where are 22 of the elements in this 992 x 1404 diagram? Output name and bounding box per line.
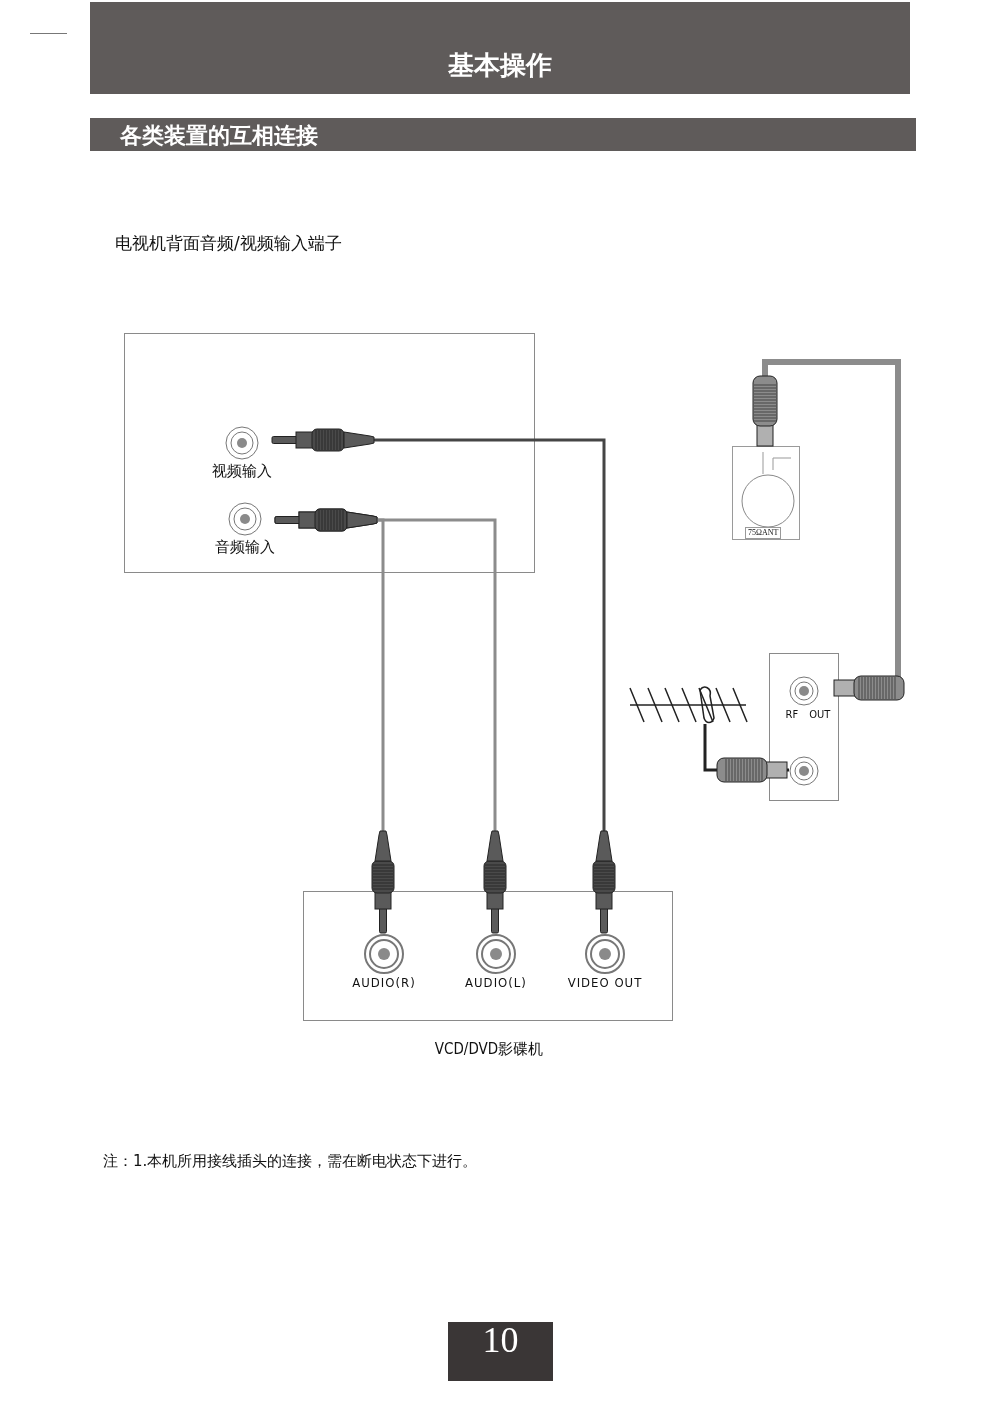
cable: [274, 508, 507, 934]
antenna-drawing: [628, 684, 748, 724]
port-label: 75ΩANT: [745, 527, 782, 539]
note-text: 注：1.本机所用接线插头的连接，需在断电状态下进行。: [103, 1152, 478, 1171]
jack-label: 音频输入: [215, 538, 275, 557]
jack-label: AUDIO(L): [464, 975, 528, 990]
jack-label: VIDEO OUT: [566, 975, 644, 990]
antenna-socket-panel: [732, 446, 800, 540]
diagram-caption: 电视机背面音频/视频输入端子: [115, 232, 342, 255]
jack-label: RF OUT: [784, 708, 832, 721]
cable: [752, 359, 905, 701]
socket-icon: [789, 756, 819, 786]
jack-label: AUDIO(R): [351, 975, 417, 990]
jack-label: 视频输入: [212, 462, 272, 481]
device-caption: VCD/DVD影碟机: [433, 1040, 545, 1059]
page-number: 10: [481, 1319, 520, 1361]
section-heading: 各类装置的互相连接: [120, 122, 318, 150]
page-title: 基本操作: [447, 49, 553, 82]
cable: [703, 724, 789, 783]
cable: [271, 428, 616, 934]
rf-module-panel: [769, 653, 839, 801]
tv-back-panel: [124, 333, 535, 573]
